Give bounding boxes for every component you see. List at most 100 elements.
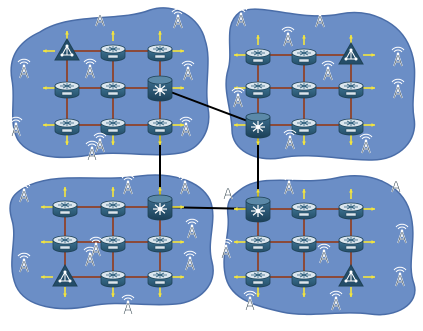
wireless-tower-icon — [313, 7, 327, 28]
router-icon — [100, 44, 126, 62]
core-switch-icon — [147, 75, 173, 102]
flow-arrow-icon — [65, 135, 69, 145]
flow-arrow-icon — [256, 287, 260, 297]
access-point-icon — [338, 41, 364, 65]
wireless-tower-icon — [393, 266, 407, 287]
wireless-tower-icon — [281, 26, 295, 47]
router-icon — [291, 48, 317, 66]
wireless-tower-icon — [17, 182, 31, 203]
router-icon — [338, 81, 364, 99]
backbone-link — [159, 87, 259, 126]
flow-arrow-icon — [111, 135, 115, 145]
wireless-tower-icon — [391, 46, 405, 67]
access-point-icon — [54, 37, 80, 61]
router-icon — [100, 270, 126, 288]
router-icon — [147, 270, 173, 288]
flow-arrow-icon — [234, 240, 246, 244]
wireless-tower-icon — [185, 218, 199, 239]
router-icon — [100, 118, 126, 136]
flow-arrow-icon — [363, 123, 375, 127]
access-point-icon — [338, 263, 364, 287]
router-icon — [52, 200, 78, 218]
router-icon — [245, 48, 271, 66]
flow-arrow-icon — [63, 287, 67, 297]
wireless-tower-icon — [389, 172, 403, 193]
wireless-tower-icon — [243, 290, 257, 311]
flow-arrow-icon — [63, 187, 67, 197]
flow-arrow-icon — [158, 31, 162, 41]
router-icon — [291, 118, 317, 136]
flow-arrow-icon — [234, 275, 246, 279]
flow-arrow-icon — [349, 287, 353, 297]
flow-arrow-icon — [111, 31, 115, 41]
wireless-tower-icon — [179, 116, 193, 137]
wireless-tower-icon — [219, 238, 233, 259]
network-top-right-cloud — [225, 8, 416, 161]
wireless-tower-icon — [83, 58, 97, 79]
wireless-tower-icon — [85, 140, 99, 161]
flow-arrow-icon — [363, 275, 375, 279]
wireless-tower-icon — [181, 60, 195, 81]
router-icon — [100, 200, 126, 218]
flow-arrow-icon — [172, 205, 184, 209]
wireless-tower-icon — [178, 174, 192, 195]
flow-arrow-icon — [349, 189, 353, 199]
router-icon — [291, 81, 317, 99]
router-icon — [54, 81, 80, 99]
wireless-tower-icon — [329, 290, 343, 311]
flow-arrow-icon — [363, 240, 375, 244]
wireless-tower-icon — [321, 60, 335, 81]
wireless-tower-icon — [9, 116, 23, 137]
wireless-tower-icon — [231, 87, 245, 108]
flow-arrow-icon — [41, 205, 53, 209]
router-icon — [245, 81, 271, 99]
router-icon — [147, 118, 173, 136]
flow-arrow-icon — [234, 207, 246, 211]
flow-arrow-icon — [172, 275, 184, 279]
wireless-tower-icon — [89, 236, 103, 257]
router-icon — [100, 81, 126, 99]
router-icon — [147, 44, 173, 62]
router-icon — [54, 118, 80, 136]
wireless-tower-icon — [17, 252, 31, 273]
flow-arrow-icon — [363, 86, 375, 90]
router-icon — [338, 118, 364, 136]
flow-arrow-icon — [172, 123, 184, 127]
router-icon — [338, 202, 364, 220]
flow-arrow-icon — [234, 123, 246, 127]
wireless-tower-icon — [93, 6, 107, 27]
flow-arrow-icon — [234, 53, 246, 57]
tower-layer — [9, 6, 409, 315]
flow-arrow-icon — [302, 189, 306, 199]
flow-arrow-icon — [302, 135, 306, 145]
access-point-icon — [52, 263, 78, 287]
wireless-tower-icon — [283, 129, 297, 150]
flow-arrow-icon — [43, 49, 55, 53]
wireless-tower-icon — [234, 6, 248, 27]
router-icon — [52, 235, 78, 253]
wireless-tower-icon — [183, 250, 197, 271]
router-icon — [245, 235, 271, 253]
flow-arrow-icon — [43, 86, 55, 90]
wireless-tower-icon — [121, 174, 135, 195]
flow-arrow-icon — [172, 240, 184, 244]
flow-arrow-icon — [172, 49, 184, 53]
flow-arrow-icon — [111, 287, 115, 297]
flow-arrow-icon — [363, 207, 375, 211]
router-icon — [291, 270, 317, 288]
router-icon — [338, 235, 364, 253]
flow-arrow-icon — [234, 86, 246, 90]
router-icon — [291, 235, 317, 253]
flow-arrow-icon — [41, 275, 53, 279]
flow-arrow-icon — [363, 53, 375, 57]
flow-arrow-icon — [111, 187, 115, 197]
router-icon — [245, 270, 271, 288]
flow-arrow-icon — [172, 86, 184, 90]
flow-arrow-icon — [302, 35, 306, 45]
router-icon — [147, 235, 173, 253]
wireless-tower-icon — [93, 132, 107, 153]
arrow-layer — [41, 31, 375, 297]
flow-arrow-icon — [256, 35, 260, 45]
core-switch-icon — [245, 196, 271, 223]
wireless-tower-icon — [171, 8, 185, 29]
